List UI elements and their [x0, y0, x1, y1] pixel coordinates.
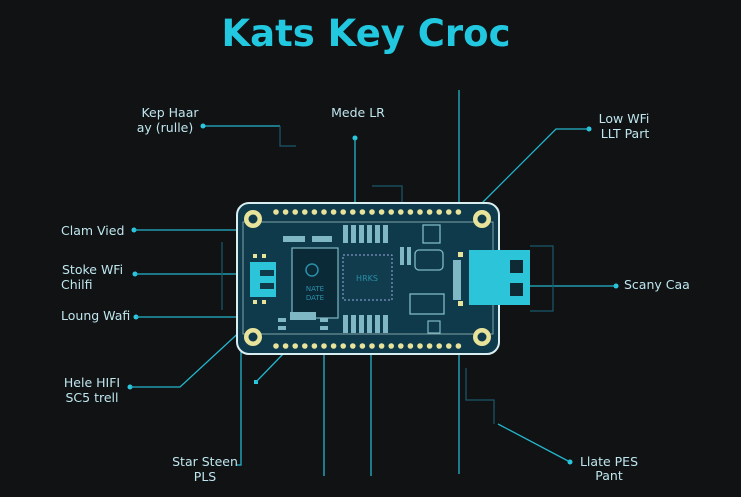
header-pin	[359, 343, 366, 349]
label-low-wfi-line2: LLT Part	[601, 126, 650, 141]
header-pin	[311, 343, 318, 349]
pin-header-bottom	[273, 343, 462, 349]
usb-connector	[469, 250, 530, 305]
diagram-title: Kats Key Croc	[221, 12, 510, 55]
label-hele-hifi: Hele HIFI	[64, 375, 120, 390]
label-loung-wafi: Loung Wafi	[61, 308, 130, 323]
header-pin	[292, 343, 299, 349]
chip-left-sublabel: DATE	[306, 294, 324, 302]
header-pin	[446, 343, 452, 349]
chip-center	[342, 254, 393, 301]
pin-header-top	[273, 209, 462, 215]
header-pin	[398, 343, 404, 349]
chip-center-label: HRKS	[356, 274, 378, 283]
header-pin	[378, 209, 385, 215]
header-pin	[417, 209, 423, 215]
label-stoke-wfi-line2: Chilfi	[61, 277, 92, 292]
header-pin	[407, 343, 414, 349]
label-stoke-wfi: Stoke WFi	[62, 262, 123, 277]
label-mede-lr: Mede LR	[331, 105, 385, 120]
header-pin	[350, 343, 356, 349]
callout-labels: Kep Haar ay (rulle) Mede LR Low WFi LLT …	[61, 105, 690, 484]
label-clam-vied: Clam Vied	[61, 223, 124, 238]
header-pin	[455, 209, 462, 215]
header-pin	[340, 343, 347, 349]
header-pin	[417, 343, 423, 349]
header-pin	[359, 209, 366, 215]
header-pin	[426, 209, 433, 215]
label-star-steen-line2: PLS	[194, 469, 217, 484]
header-pin	[398, 209, 404, 215]
side-connector	[250, 262, 276, 297]
label-llate-pes: Llate PES	[580, 454, 638, 469]
header-pin	[321, 343, 327, 349]
header-pin	[302, 209, 308, 215]
header-pin	[330, 209, 337, 215]
header-pin	[426, 343, 433, 349]
header-pin	[273, 209, 279, 215]
header-pin	[340, 209, 347, 215]
header-pin	[388, 343, 395, 349]
header-pin	[311, 209, 318, 215]
header-pin	[302, 343, 308, 349]
label-hele-hifi-line2: SC5 trell	[66, 390, 119, 405]
label-kep-haar: Kep Haar	[141, 105, 199, 120]
header-pin	[273, 343, 279, 349]
header-pin	[436, 343, 443, 349]
header-pin	[378, 343, 385, 349]
label-star-steen: Star Steen	[172, 454, 238, 469]
header-pin	[369, 343, 375, 349]
header-pin	[407, 209, 414, 215]
label-llate-pes-line2: Pant	[595, 468, 623, 483]
chip-left	[291, 247, 339, 319]
header-pin	[282, 209, 289, 215]
header-pin	[388, 209, 395, 215]
mounting-holes	[244, 210, 491, 346]
header-pin	[446, 209, 452, 215]
leader-lines	[127, 90, 619, 476]
header-pin	[369, 209, 375, 215]
header-pin	[321, 209, 327, 215]
label-low-wfi: Low WFi	[599, 111, 650, 126]
chip-left-label: NATE	[306, 285, 324, 293]
header-pin	[330, 343, 337, 349]
label-kep-haar-line2: ay (rulle)	[137, 120, 193, 135]
header-pin	[455, 343, 462, 349]
header-pin	[350, 209, 356, 215]
circuit-board: NATE DATE HRKS	[236, 202, 530, 355]
header-pin	[292, 209, 299, 215]
header-pin	[436, 209, 443, 215]
header-pin	[282, 343, 289, 349]
label-scany-caa: Scany Caa	[624, 277, 690, 292]
